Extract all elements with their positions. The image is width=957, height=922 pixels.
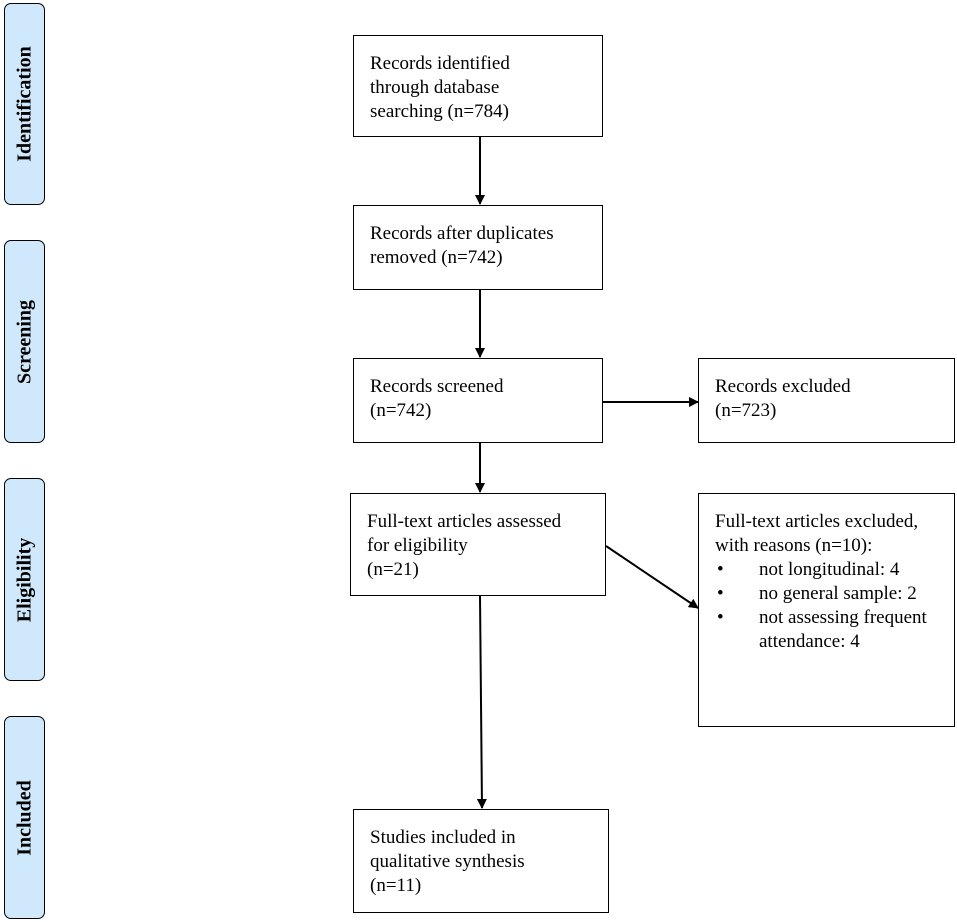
- full-text-excluded-box: Full-text articles excluded, with reason…: [698, 493, 955, 727]
- full-text-assessed-text: Full-text articles assessed for eligibil…: [367, 511, 562, 580]
- exclusion-reason-item: not assessing frequent attendance: 4: [715, 606, 940, 654]
- studies-included-text: Studies included in qualitative synthesi…: [370, 827, 525, 896]
- records-after-duplicates-box: Records after duplicates removed (n=742): [353, 205, 603, 290]
- records-identified-text: Records identified through database sear…: [370, 53, 510, 122]
- arrow-fulltext-to-fulltext-excluded: [605, 545, 699, 609]
- phase-included: Included: [4, 716, 45, 919]
- records-excluded-text: Records excluded (n=723): [715, 376, 851, 421]
- exclusion-reasons-list: not longitudinal: 4 no general sample: 2…: [715, 558, 940, 654]
- full-text-assessed-box: Full-text articles assessed for eligibil…: [350, 493, 606, 596]
- records-identified-box: Records identified through database sear…: [353, 35, 603, 137]
- records-after-duplicates-text: Records after duplicates removed (n=742): [370, 223, 554, 268]
- records-screened-box: Records screened (n=742): [353, 358, 603, 443]
- phase-identification: Identification: [4, 3, 45, 205]
- studies-included-box: Studies included in qualitative synthesi…: [353, 809, 609, 913]
- phase-eligibility: Eligibility: [4, 478, 45, 681]
- arrow-fulltext-to-included: [476, 595, 487, 809]
- full-text-excluded-heading: Full-text articles excluded, with reason…: [715, 511, 919, 556]
- exclusion-reason-item: not longitudinal: 4: [715, 558, 940, 582]
- exclusion-reason-item: no general sample: 2: [715, 582, 940, 606]
- records-excluded-box: Records excluded (n=723): [698, 358, 955, 443]
- records-screened-text: Records screened (n=742): [370, 376, 504, 421]
- phase-screening: Screening: [4, 240, 45, 443]
